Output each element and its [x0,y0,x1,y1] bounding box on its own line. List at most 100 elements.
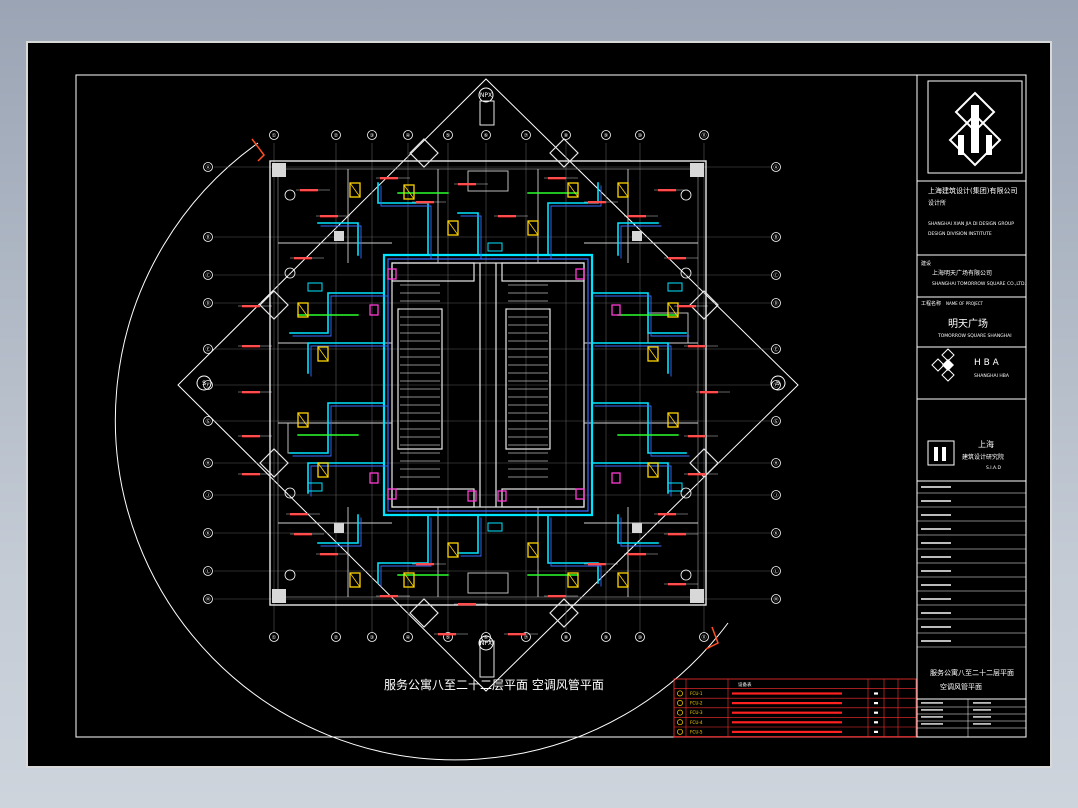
direction-tags: NPX NPX S S [196,87,786,651]
title-block-row-text [921,528,951,530]
signature-row-text [973,709,991,711]
company-logo-icon [948,91,1002,167]
fan-coil-unit [447,220,459,236]
branch-return-duct [320,517,362,547]
axis-label: Ⓜ [205,596,210,603]
axis-bubble [269,130,279,140]
axis-label: Ⓚ [773,530,778,537]
annotation-label [242,391,260,394]
room-tag [284,487,296,499]
branch-return-duct [310,465,388,497]
fan-coil-unit [617,572,629,588]
axis-label: Ⓑ [773,234,778,241]
branch-duct [617,222,659,256]
axis-label: ④ [406,133,411,139]
institute-sub: S.I.A.D [986,465,1001,471]
room-tag [284,267,296,279]
branch-duct [317,514,359,544]
axis-bubble [771,594,781,604]
axis-bubble [203,594,213,604]
fan-coil-unit [527,542,539,558]
axis-bubble [203,566,213,576]
fan-coil-cross [403,184,415,200]
axis-bubble [521,632,531,642]
project-en: TOMORROW SQUARE SHANGHAI [937,333,1012,339]
branch-return-duct [460,517,482,557]
axis-bubble [771,528,781,538]
branch-duct [591,402,687,454]
legend-desc [732,721,842,724]
fan-coil-unit [447,542,459,558]
axis-label: ⑩ [638,635,643,641]
annotation-label [668,533,686,536]
fan-coil-cross [647,346,659,362]
south-tag: NPX [480,640,492,647]
company-name: 上海建筑设计(集团)有限公司 [928,186,1017,195]
legend-item: FCU-3 [690,710,703,715]
fan-coil-unit [667,302,679,318]
branch-return-duct [310,345,388,377]
axis-bubble [203,528,213,538]
circular-footprint [114,142,729,761]
axis-label: ⑩ [638,133,643,139]
institute-logo-icon [927,440,955,466]
room-tag [284,569,296,581]
axis-label: ① [272,635,277,641]
branch-return-duct [594,345,672,377]
branch-duct [307,342,385,374]
axis-label: Ⓗ [773,460,778,467]
axis-label: Ⓛ [205,568,210,575]
east-tag: S [776,380,780,387]
branch-duct [307,462,385,494]
axis-label: ② [334,133,339,139]
axis-label: ⑨ [604,635,608,641]
axis-bubble [203,380,213,390]
company-en-2: DESIGN DIVISION INSTITUTE [928,231,992,237]
axis-bubble [203,162,213,172]
signature-row-text [973,702,991,704]
legend-bullet [677,709,683,716]
room-tag [680,267,692,279]
fan-coil-cross [297,302,309,318]
grille [487,522,503,532]
axis-bubble [771,458,781,468]
title-block-row-text [921,542,951,544]
legend-item: FCU-4 [690,720,703,725]
axis-label: Ⓕ [205,382,210,389]
exhaust-fan [467,490,477,502]
signature-row-text [921,723,943,725]
fan-coil-cross [317,462,329,478]
branch-return-duct [594,465,672,497]
partner-abbr: H B A [974,358,1000,368]
axis-bubble [771,566,781,576]
axis-bubble [481,130,491,140]
branch-duct [547,182,599,256]
title-block-row-text [921,598,951,600]
hba-logo-icon [931,348,955,382]
axis-bubble [403,130,413,140]
legend-bullet [677,700,683,706]
fan-coil-unit [317,462,329,478]
title-block-row-text [921,626,951,628]
annotation-label [678,305,696,308]
grid-vertical [273,143,705,633]
legend-item: FCU-1 [690,691,703,696]
axis-label: Ⓛ [773,568,778,575]
room-tag [680,189,692,201]
annotation-label [242,345,260,348]
room-tag [284,189,296,201]
grille [307,282,323,292]
axis-label: Ⓖ [205,418,210,425]
legend-qty [874,711,878,714]
axis-label: ⑥ [484,133,489,139]
core-hatch [400,284,548,478]
axis-bubble [269,632,279,642]
title-block-row-text [921,612,951,614]
axis-label: ③ [370,635,374,641]
branch-return-duct [620,517,662,547]
fan-coil-cross [567,182,579,198]
signature-row-text [921,716,943,718]
